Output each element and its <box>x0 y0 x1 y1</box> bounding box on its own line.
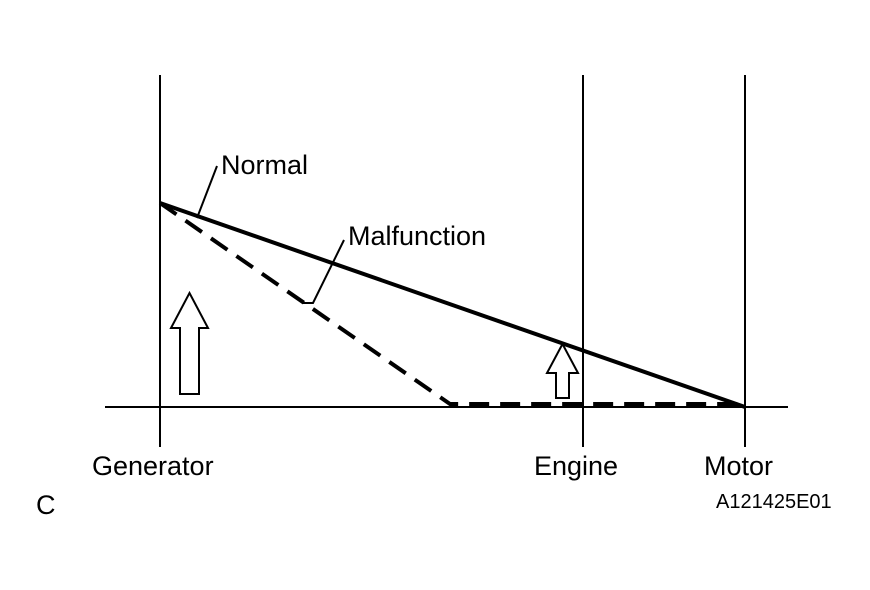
generator-up-arrow-icon <box>169 290 210 395</box>
normal-label: Normal <box>221 150 308 180</box>
engine-up-arrow-icon <box>545 341 580 399</box>
malfunction-label: Malfunction <box>348 221 486 251</box>
generator-label: Generator <box>92 451 214 481</box>
figure-code: A121425E01 <box>716 491 832 513</box>
panel-letter: C <box>36 490 56 520</box>
malfunction-line <box>158 201 745 406</box>
motor-label: Motor <box>704 451 773 481</box>
malfunction-leader-line <box>303 239 345 304</box>
normal-leader-line <box>196 165 218 219</box>
engine-label: Engine <box>534 451 618 481</box>
normal-line <box>159 201 746 409</box>
